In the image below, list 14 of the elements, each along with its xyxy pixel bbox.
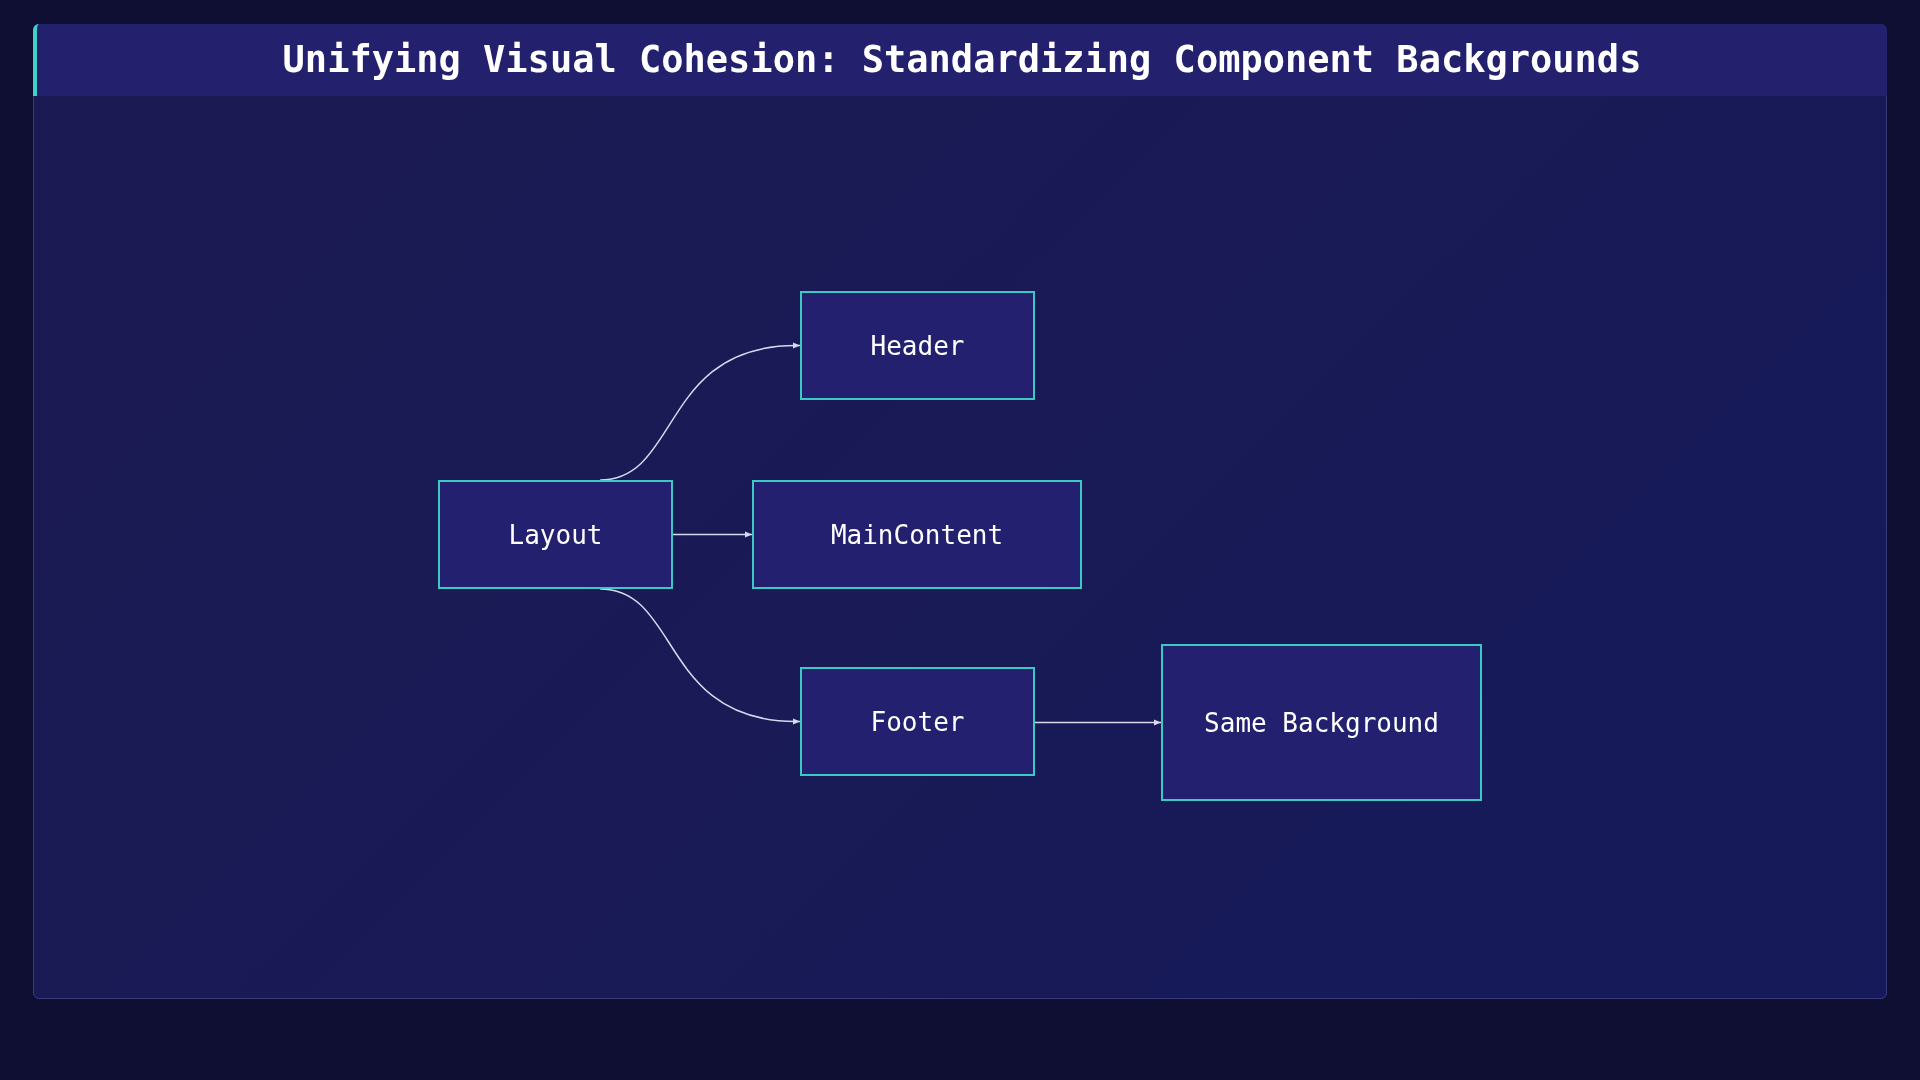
node-label: Footer [870, 705, 965, 739]
process-box [800, 291, 1035, 400]
arrow [599, 342, 801, 481]
node-label: Header [870, 329, 965, 363]
node-label: Same Background [1204, 706, 1439, 740]
arrow [1034, 719, 1162, 726]
process-box [800, 667, 1035, 776]
process-box [752, 480, 1082, 589]
node-label: MainContent [830, 518, 1004, 552]
process-box [1161, 644, 1482, 801]
arrow [672, 531, 753, 538]
process-box [438, 480, 673, 589]
node-label: Layout [508, 518, 603, 552]
title: Unifying Visual Cohesion: Standardizing Component Backgrounds [282, 37, 1642, 84]
